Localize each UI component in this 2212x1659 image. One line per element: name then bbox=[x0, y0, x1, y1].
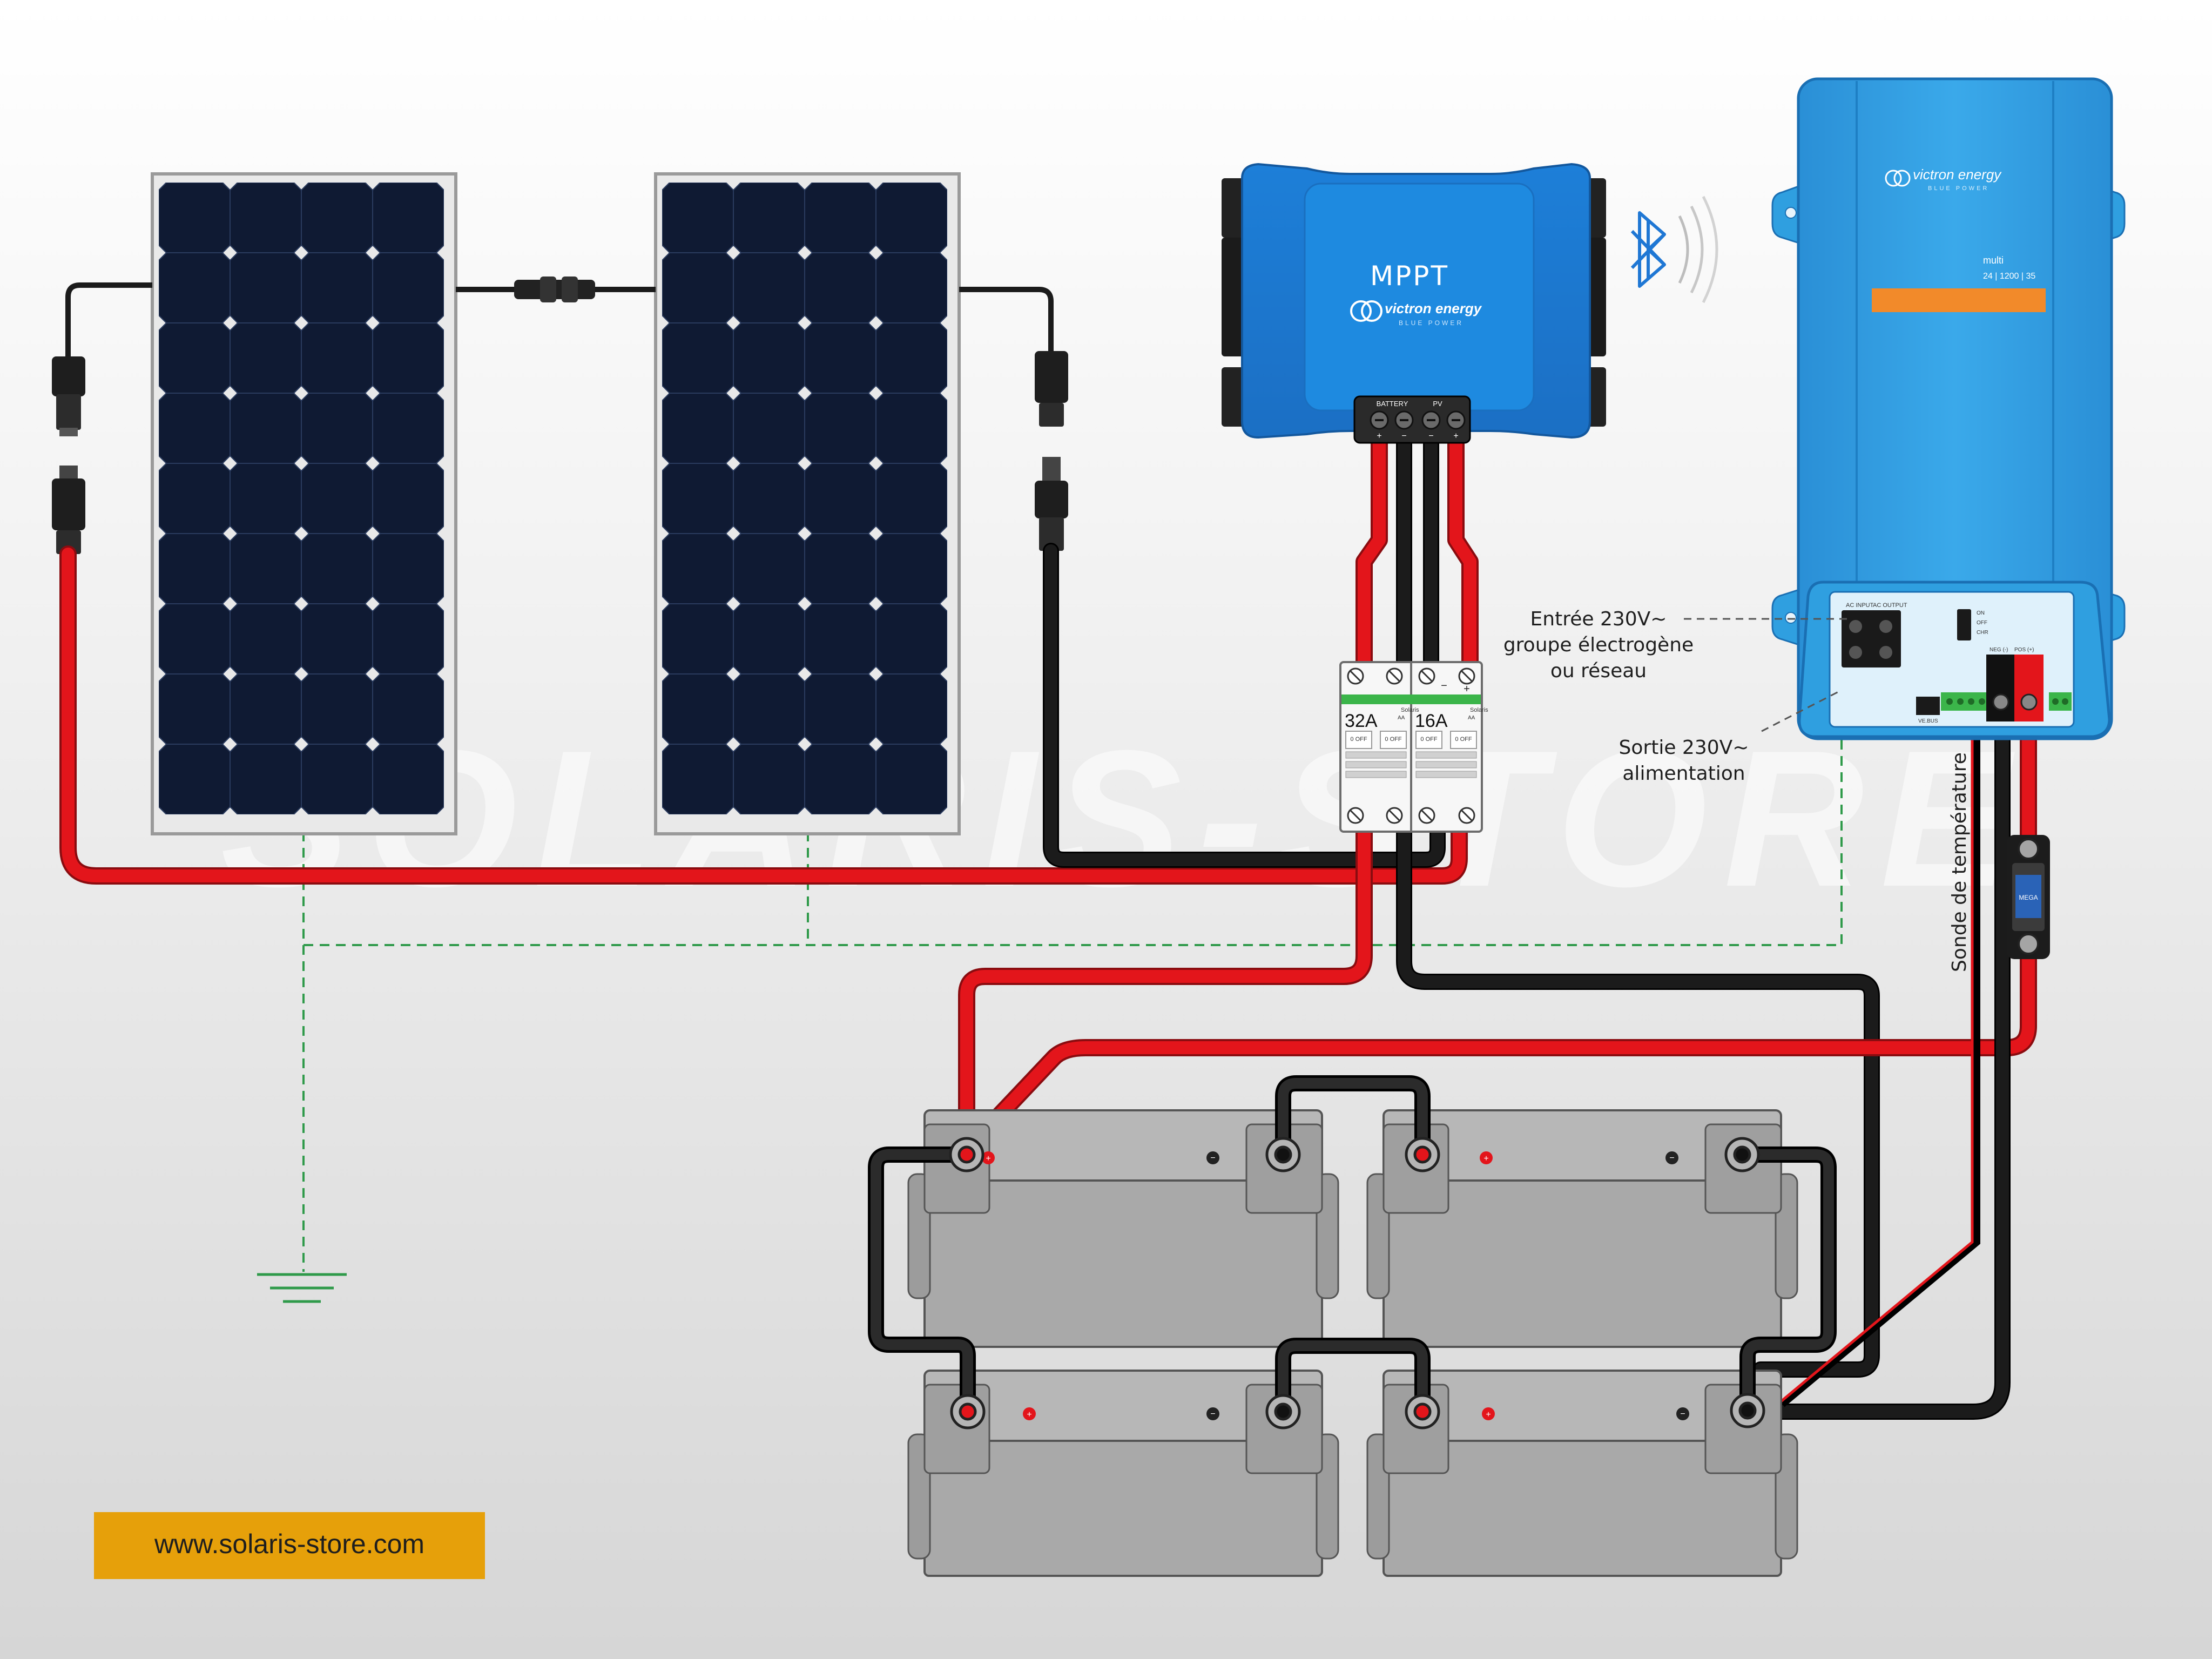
ac-output-annotation: Sortie 230V~ alimentation bbox=[1619, 737, 1749, 785]
ac-output-line-1: Sortie 230V~ bbox=[1619, 737, 1749, 759]
inverter-charger: victron energy BLUE POWER multi 24 | 120… bbox=[1771, 77, 2126, 740]
breaker-right-rating: 16A bbox=[1415, 711, 1448, 731]
inverter-tagline: BLUE POWER bbox=[1928, 185, 1989, 192]
svg-text:0 OFF: 0 OFF bbox=[1420, 736, 1437, 743]
breaker-right-toggles[interactable]: 0 OFF 0 OFF bbox=[1415, 731, 1477, 749]
dc-negative-terminal bbox=[1986, 655, 2015, 721]
mc4-male-icon bbox=[52, 356, 85, 436]
ac-output-line-2: alimentation bbox=[1622, 763, 1745, 785]
battery-4: + − bbox=[1366, 1370, 1798, 1577]
svg-text:+: + bbox=[1464, 683, 1470, 695]
breaker-left-toggles[interactable]: 0 OFF 0 OFF bbox=[1345, 731, 1407, 749]
svg-text:0 OFF: 0 OFF bbox=[1350, 736, 1367, 743]
ac-input-line-1: Entrée 230V~ bbox=[1530, 608, 1667, 630]
switch-off-label: OFF bbox=[1977, 620, 1987, 626]
mppt-tagline: BLUE POWER bbox=[1399, 319, 1464, 327]
ac-input-line-3: ou réseau bbox=[1550, 660, 1647, 682]
svg-text:+: + bbox=[1453, 431, 1458, 441]
inverter-model-spec: 24 | 1200 | 35 bbox=[1983, 272, 2035, 281]
svg-text:−: − bbox=[1428, 431, 1433, 441]
inverter-power-switch[interactable] bbox=[1957, 609, 1971, 640]
svg-text:+: + bbox=[1027, 1410, 1031, 1419]
breaker-left-brand: Solaris bbox=[1401, 707, 1419, 713]
battery-terminals bbox=[949, 1137, 1765, 1429]
mppt-brand: victron energy bbox=[1385, 300, 1482, 316]
vebus-label: VE.BUS bbox=[1918, 718, 1938, 724]
svg-text:−: − bbox=[1669, 1154, 1674, 1163]
neg-terminal-label: NEG (-) bbox=[1990, 647, 2008, 653]
mppt-controller: MPPT victron energy BLUE POWER BATTERY P… bbox=[1222, 163, 1606, 444]
ac-input-label: AC INPUT bbox=[1846, 602, 1874, 609]
svg-text:−: − bbox=[1210, 1154, 1215, 1163]
inverter-model-name: multi bbox=[1983, 255, 2004, 266]
vebus-port bbox=[1916, 697, 1940, 715]
battery-straps bbox=[868, 1075, 1837, 1420]
svg-text:+: + bbox=[1377, 431, 1381, 441]
mppt-title: MPPT bbox=[1370, 260, 1449, 292]
inverter-brand: victron energy bbox=[1913, 166, 2002, 183]
mc4-female-icon bbox=[52, 466, 85, 554]
solar-panel-2 bbox=[654, 172, 961, 835]
ac-terminal-block bbox=[1842, 610, 1901, 667]
mc4-male-icon bbox=[1035, 457, 1068, 551]
pos-terminal-label: POS (+) bbox=[2014, 647, 2034, 653]
ac-input-line-2: groupe électrogène bbox=[1503, 634, 1694, 656]
svg-text:−: − bbox=[1441, 680, 1447, 692]
battery-1: + − bbox=[907, 1109, 1339, 1348]
panel1-positive-lead bbox=[52, 282, 152, 554]
panel2-negative-lead bbox=[959, 287, 1068, 551]
svg-text:+: + bbox=[1483, 1154, 1488, 1163]
breaker-left-curve: AA bbox=[1398, 715, 1405, 721]
victron-logo-icon bbox=[1350, 300, 1382, 322]
svg-text:−: − bbox=[1210, 1410, 1215, 1419]
solar-panel-1 bbox=[151, 172, 457, 835]
svg-text:−: − bbox=[1401, 431, 1406, 441]
url-banner[interactable]: www.solaris-store.com bbox=[94, 1512, 485, 1579]
svg-text:0 OFF: 0 OFF bbox=[1385, 736, 1401, 743]
svg-text:+: + bbox=[986, 1154, 990, 1163]
breaker-right-curve: AA bbox=[1468, 715, 1475, 721]
battery-2: + − bbox=[1366, 1109, 1798, 1348]
fuse-label: MEGA bbox=[2019, 894, 2038, 901]
inverter-status-bar bbox=[1872, 288, 2046, 312]
mega-fuse: MEGA bbox=[2007, 835, 2050, 959]
bluetooth-icon bbox=[1630, 195, 1718, 304]
breaker-left-rating: 32A bbox=[1345, 711, 1378, 731]
temperature-sensor-label: Sonde de température bbox=[1948, 752, 1971, 972]
footer-url[interactable]: www.solaris-store.com bbox=[154, 1529, 424, 1559]
ac-output-label: AC OUTPUT bbox=[1873, 602, 1907, 609]
svg-text:0 OFF: 0 OFF bbox=[1455, 736, 1472, 743]
switch-on-label: ON bbox=[1977, 610, 1985, 616]
svg-text:+: + bbox=[1486, 1410, 1491, 1419]
ac-input-annotation: Entrée 230V~ groupe électrogène ou résea… bbox=[1503, 608, 1694, 682]
ground-symbol-icon bbox=[257, 1273, 347, 1303]
battery-bank: + − + − + − bbox=[868, 1075, 1837, 1577]
mppt-terminal-battery-label: BATTERY bbox=[1377, 400, 1408, 408]
dc-positive-terminal bbox=[2014, 655, 2044, 721]
victron-logo-icon bbox=[1885, 170, 1911, 187]
svg-text:−: − bbox=[1680, 1410, 1685, 1419]
wiring bbox=[59, 430, 2037, 1420]
annotation-leaders bbox=[1684, 618, 1847, 732]
watermark: SOLARIS-STORE bbox=[220, 710, 2026, 927]
battery-3: + − bbox=[907, 1370, 1339, 1577]
switch-charger-label: CHR bbox=[1977, 630, 1988, 636]
mc4-female-icon bbox=[1035, 351, 1068, 427]
circuit-breaker-pair: − + Solaris Solaris 32A 16A AA AA 0 OFF … bbox=[1339, 661, 1488, 833]
mppt-terminal-pv-label: PV bbox=[1433, 400, 1442, 408]
breaker-right-brand: Solaris bbox=[1470, 707, 1488, 713]
panel-series-link bbox=[456, 276, 656, 302]
